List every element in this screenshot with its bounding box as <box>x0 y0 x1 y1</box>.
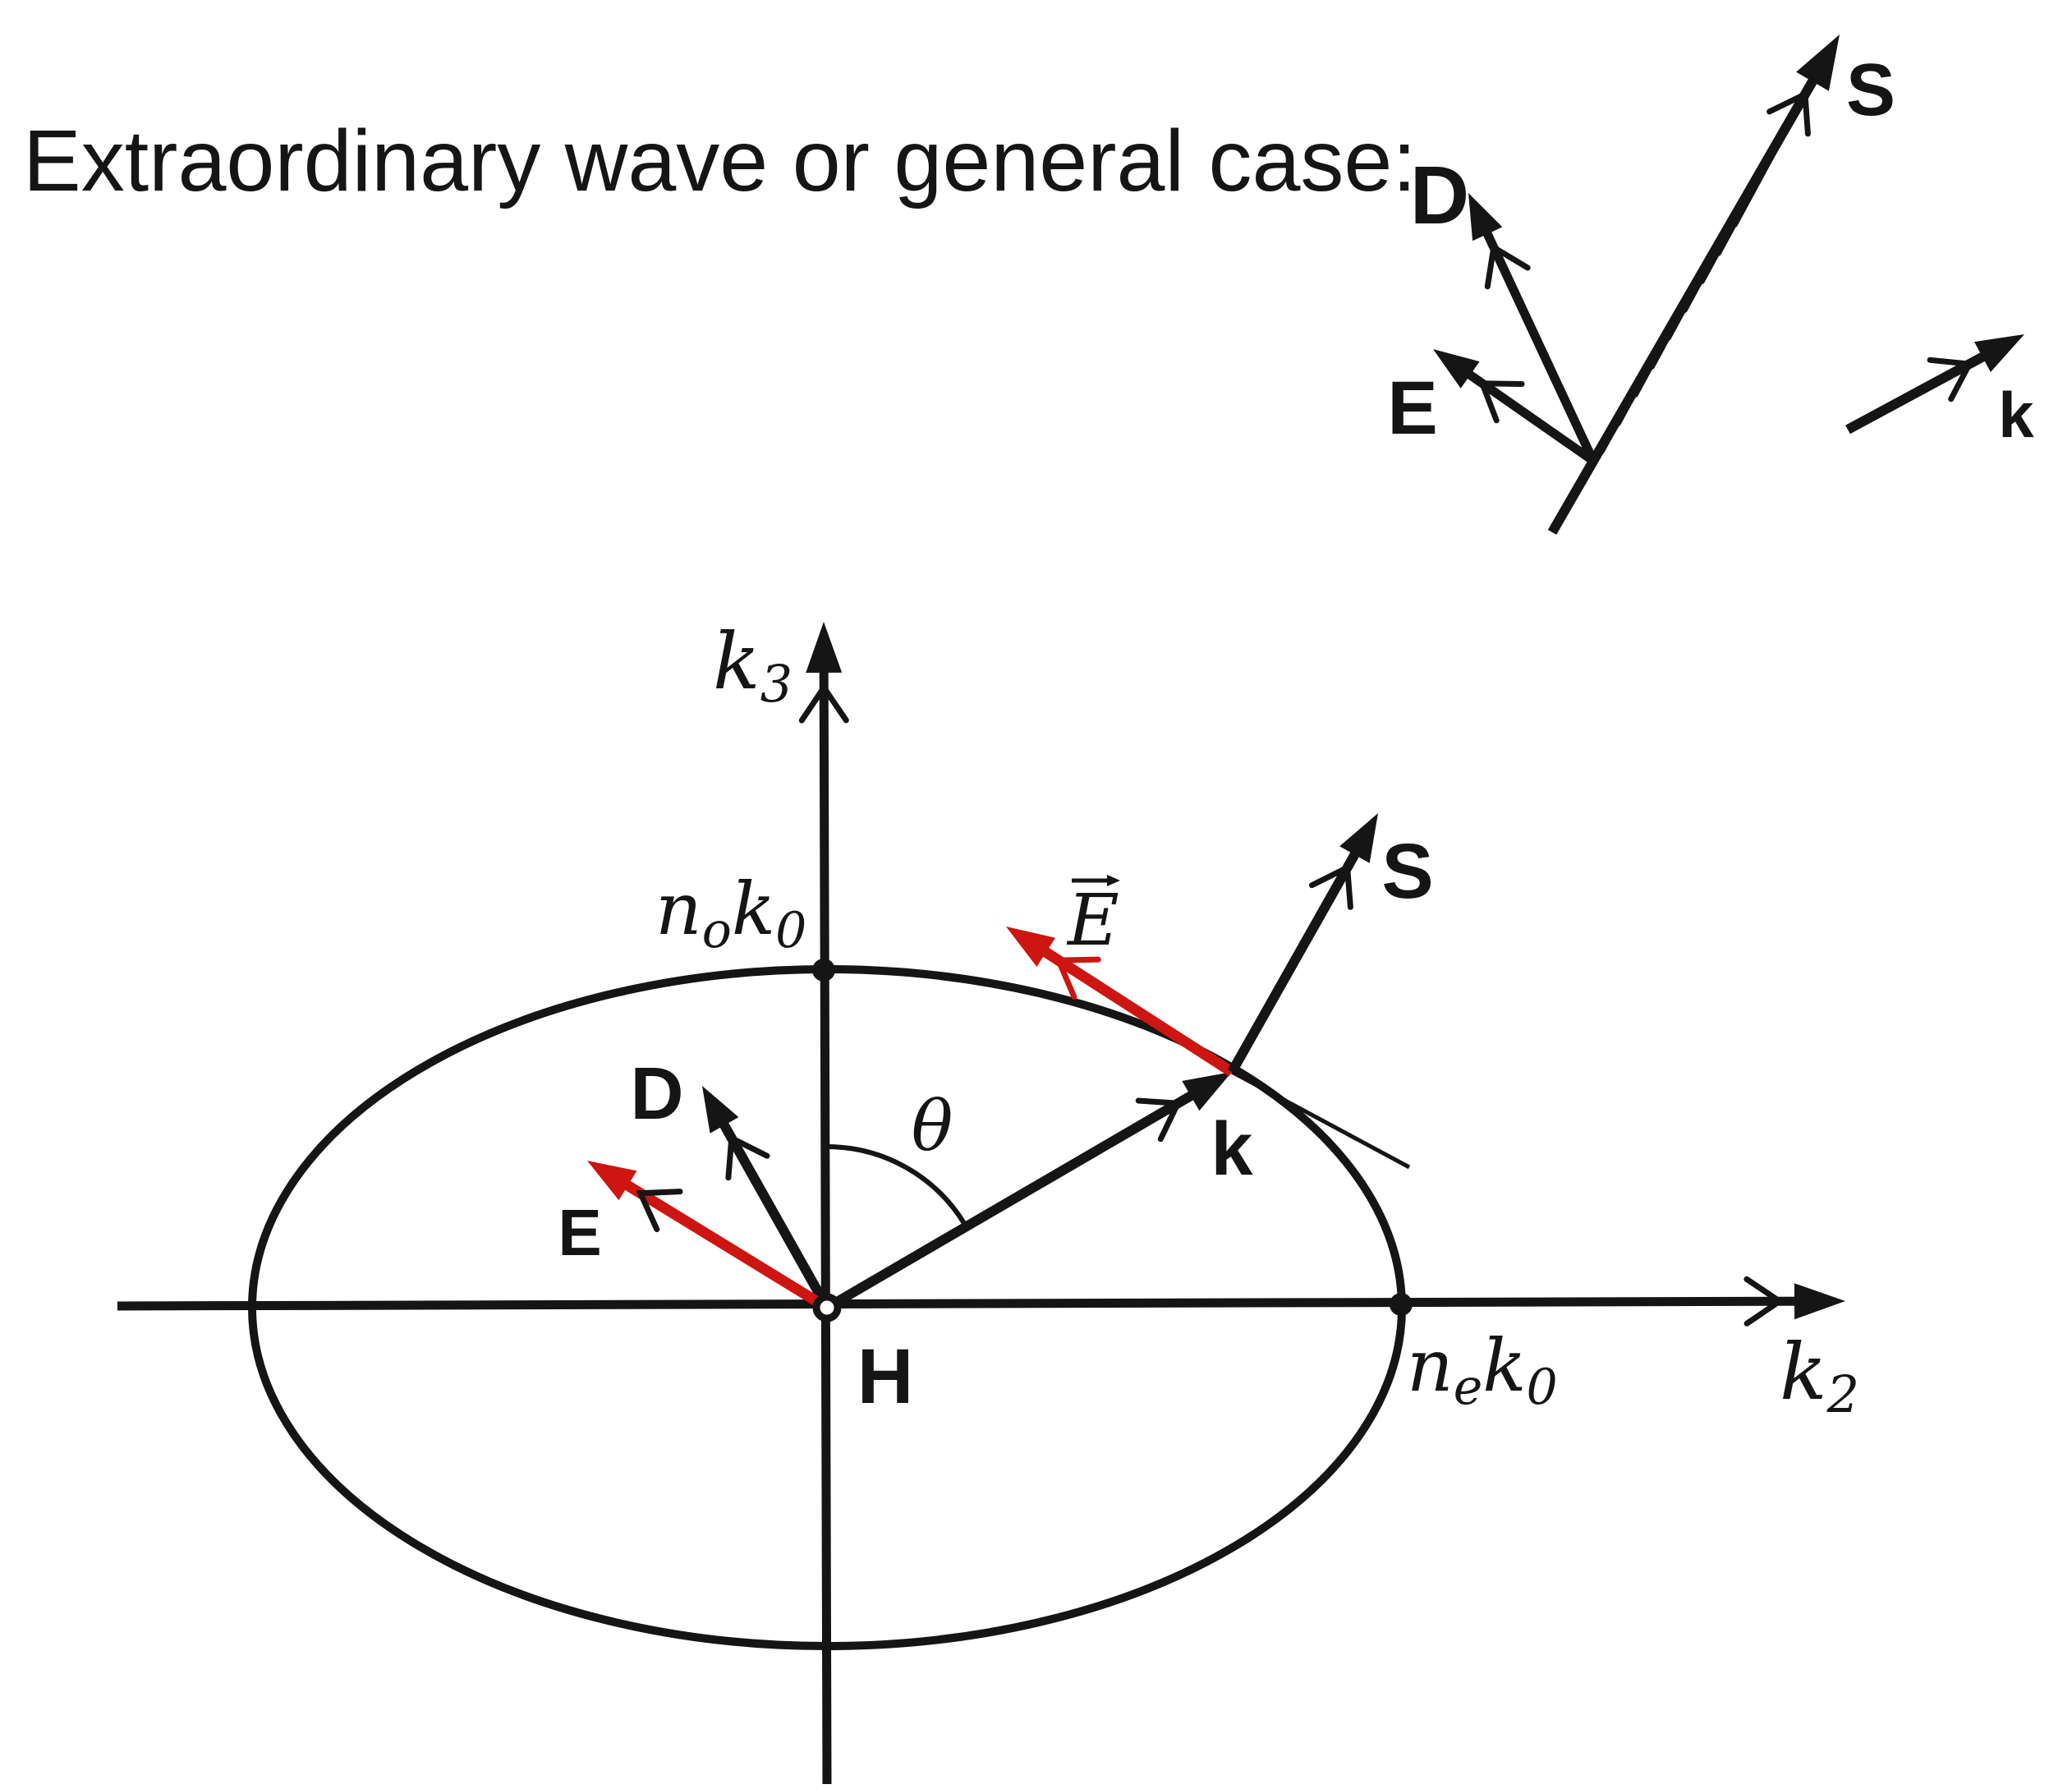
arrow-shaft <box>819 650 832 1785</box>
k3-axis-label: k3 <box>713 617 793 714</box>
arrow-head <box>1006 927 1056 967</box>
s-vector <box>1227 813 1378 1074</box>
theta-arc <box>826 1144 967 1226</box>
origin-marker <box>812 1293 842 1322</box>
inset-k-label: k <box>1998 379 2034 451</box>
arrow-chevron <box>1477 380 1525 424</box>
ordinary-intercept-dot <box>812 959 835 982</box>
k-vector <box>824 1072 1232 1313</box>
origin-label: H <box>857 1333 914 1420</box>
inset-d-label: D <box>1410 149 1469 241</box>
arrow-chevron <box>1308 862 1353 910</box>
arrow-chevron <box>1484 242 1531 290</box>
arrow-head <box>1796 34 1840 91</box>
e-vector-label: E <box>558 1196 601 1269</box>
k-vector-label: k <box>1211 1107 1253 1191</box>
e-field-label-overbar-arrow <box>1072 875 1120 886</box>
main-diagram: k3 k2 nok0 nek0 H D E S k θ E <box>117 617 1859 1785</box>
arrow-head <box>1182 1072 1232 1111</box>
arrow-chevron <box>1744 1276 1785 1327</box>
arrow-chevron <box>1135 1097 1183 1143</box>
e-field-label: E <box>1066 880 1119 962</box>
inset-e-label: E <box>1387 366 1437 450</box>
arrow-shaft <box>606 1170 830 1313</box>
arrow-head <box>806 622 843 674</box>
arrow-chevron <box>1766 90 1811 137</box>
k2-axis-label: k2 <box>1780 1327 1859 1424</box>
inset-s-label: S <box>1846 49 1895 131</box>
arrow-shaft <box>824 1080 1212 1313</box>
e-field-vector <box>1006 927 1235 1077</box>
arrow-chevron <box>798 682 849 724</box>
inset-k-vector <box>1845 334 2024 435</box>
theta-label: θ <box>912 1086 953 1166</box>
arrow-shaft <box>1230 1069 1411 1170</box>
e-vector <box>587 1161 830 1313</box>
page-title: Extraordinary wave or general case: <box>23 113 1417 209</box>
extraordinary-intercept-dot <box>1390 1293 1413 1316</box>
arrow-head <box>1974 334 2024 372</box>
inset-diagram: S D E k <box>1387 34 2034 536</box>
k3-axis <box>798 622 849 1785</box>
d-vector-label: D <box>631 1053 684 1135</box>
inset-e-vector <box>1433 349 1596 465</box>
extraordinary-intercept-label: nek0 <box>1407 1323 1558 1416</box>
arrow-shaft <box>1547 57 1830 536</box>
arrow-head <box>1107 875 1120 886</box>
tangent-line <box>1230 1069 1411 1170</box>
arrow-head <box>1794 1283 1845 1320</box>
arrow-chevron <box>1927 356 1974 402</box>
arrow-shaft <box>1845 342 2004 435</box>
arrow-shaft <box>1450 359 1596 465</box>
arrow-chevron <box>1054 956 1101 1000</box>
arrow-shaft <box>1474 214 1597 463</box>
arrow-head <box>702 1086 739 1134</box>
k2-axis <box>117 1276 1845 1327</box>
arrow-head <box>1468 193 1503 241</box>
arrow-chevron <box>725 1134 770 1181</box>
arrow-head <box>1433 349 1480 389</box>
arrow-head <box>1339 813 1378 863</box>
inset-d-vector <box>1468 193 1597 463</box>
arrow-shaft <box>1227 833 1370 1074</box>
arrow-chevron <box>636 1189 683 1233</box>
d-vector <box>702 1086 832 1310</box>
ordinary-intercept-label: nok0 <box>655 867 806 959</box>
arrow-head <box>587 1161 637 1201</box>
s-vector-label: S <box>1381 828 1433 915</box>
arrow-shaft <box>117 1296 1817 1311</box>
inset-s-vector <box>1547 34 1840 536</box>
